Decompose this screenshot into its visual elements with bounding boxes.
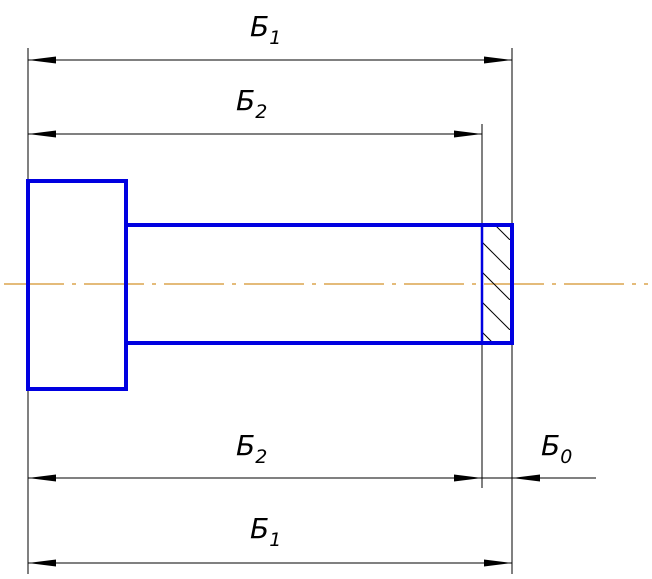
label-bottom-overall-letter: Б <box>250 512 269 545</box>
label-top-overall-sub: 1 <box>269 27 281 49</box>
label-top-overall: Б1 <box>250 10 281 49</box>
label-bottom-overall: Б1 <box>250 512 281 551</box>
label-bottom-inner-letter: Б <box>236 429 255 462</box>
dimension-line-top-overall <box>28 56 512 64</box>
part-head <box>26 179 128 391</box>
dimension-lines <box>28 56 596 567</box>
dimension-line-top-inner <box>28 130 482 138</box>
label-bottom-allowance: Б0 <box>541 429 572 468</box>
label-bottom-overall-sub: 1 <box>269 529 281 551</box>
part-outline <box>26 179 514 391</box>
label-bottom-allowance-sub: 0 <box>560 446 572 468</box>
extension-lines <box>27 48 513 574</box>
dimension-line-bottom-inner <box>28 474 596 482</box>
label-top-inner: Б2 <box>236 84 267 123</box>
label-top-overall-letter: Б <box>250 10 269 43</box>
label-top-inner-sub: 2 <box>255 101 267 123</box>
label-bottom-inner: Б2 <box>236 429 267 468</box>
dimension-line-bottom-overall <box>28 559 512 567</box>
hatched-allowance <box>482 225 512 343</box>
label-bottom-inner-sub: 2 <box>255 446 267 468</box>
label-top-inner-letter: Б <box>236 84 255 117</box>
part-shaft <box>126 223 514 345</box>
label-bottom-allowance-letter: Б <box>541 429 560 462</box>
